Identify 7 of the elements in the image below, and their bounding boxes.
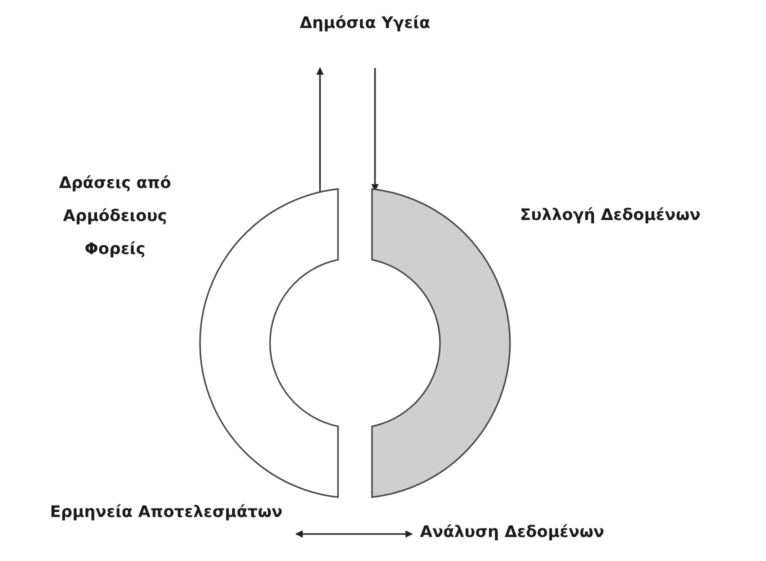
stage-label: Συλλογή Δεδομένων xyxy=(520,204,702,226)
arrow xyxy=(316,67,324,193)
stage-label: Δράσεις από Αρμόδειους Φορείς xyxy=(58,172,172,260)
stage-label: Ερμηνεία Αποτελεσμάτων xyxy=(50,501,284,523)
arrow xyxy=(295,530,413,538)
stage-label: Ανάλυση Δεδομένων xyxy=(420,521,606,543)
stage-label: Δημόσια Υγεία xyxy=(298,12,432,34)
